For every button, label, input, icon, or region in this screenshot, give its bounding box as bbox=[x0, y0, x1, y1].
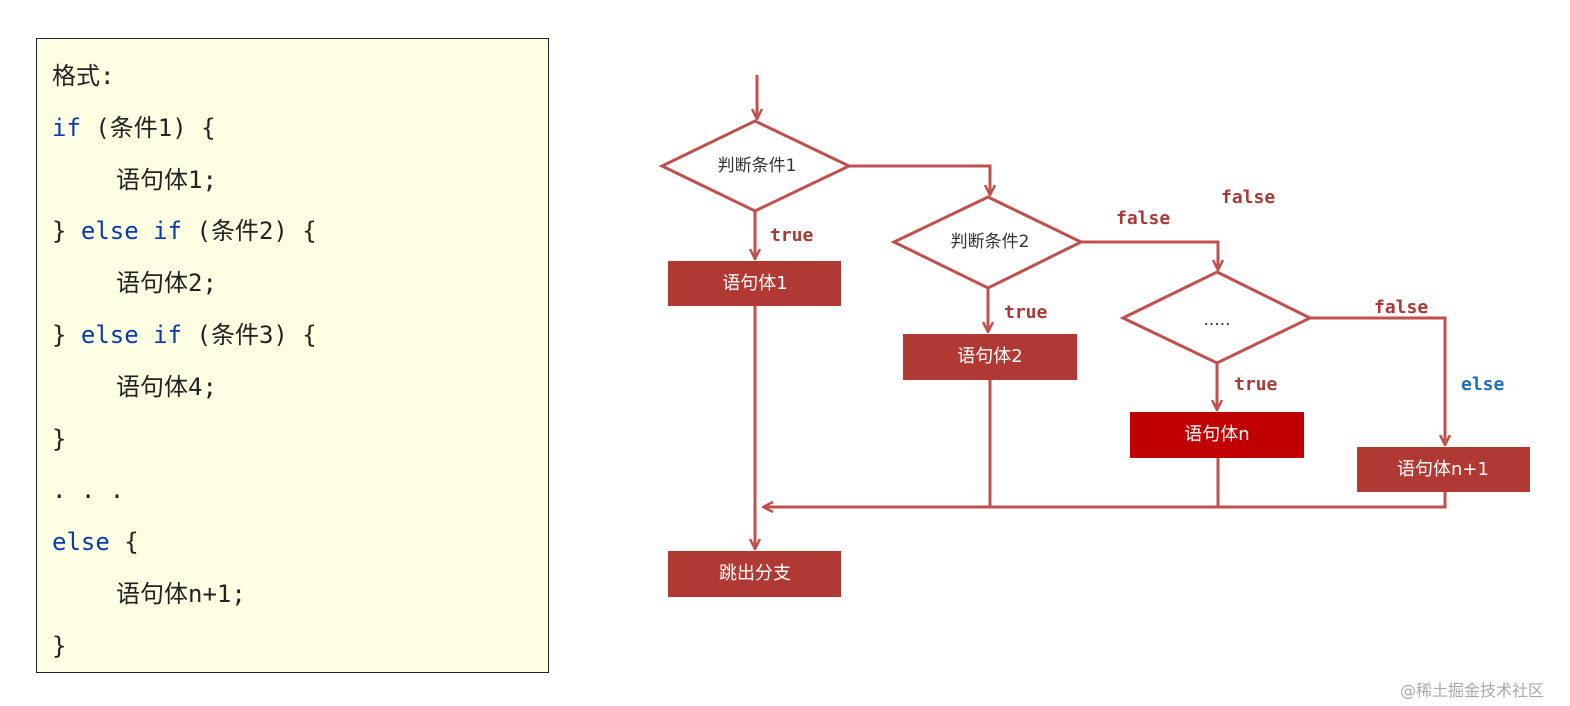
code-line: } bbox=[52, 424, 66, 454]
code-text: 语句体n+1; bbox=[116, 580, 246, 608]
else-label: else bbox=[1461, 374, 1505, 395]
arrow-false2 bbox=[1081, 240, 1218, 270]
decision1-diamond bbox=[658, 119, 853, 213]
box1-text: 语句体1 bbox=[722, 273, 787, 294]
true1-label: true bbox=[770, 225, 814, 246]
code-line: 语句体n+1; bbox=[116, 579, 246, 609]
arrow-false3 bbox=[1310, 316, 1445, 445]
arrow-false1 bbox=[849, 164, 990, 195]
code-line: } else if (条件2) { bbox=[52, 216, 317, 246]
box1 bbox=[668, 261, 841, 306]
false3-label: false bbox=[1374, 297, 1428, 318]
code-text: . . . bbox=[52, 476, 125, 505]
boxn1 bbox=[1357, 447, 1530, 492]
code-text: (条件2) { bbox=[182, 217, 317, 246]
box2 bbox=[903, 334, 1077, 380]
boxn1-text: 语句体n+1 bbox=[1397, 459, 1489, 480]
code-text: } bbox=[52, 321, 81, 349]
code-keyword: else if bbox=[80, 217, 183, 246]
code-line: . . . bbox=[52, 475, 124, 505]
code-text: { bbox=[109, 528, 139, 557]
code-line: 格式: bbox=[52, 61, 114, 91]
exit-text: 跳出分支 bbox=[719, 563, 791, 584]
boxn bbox=[1130, 412, 1304, 458]
code-keyword: if bbox=[52, 113, 81, 142]
watermark: @稀土掘金技术社区 bbox=[1400, 681, 1545, 700]
box2-text: 语句体2 bbox=[957, 346, 1022, 367]
decision2-diamond bbox=[890, 195, 1085, 290]
decision2-text: 判断条件2 bbox=[951, 232, 1030, 252]
code-line: else { bbox=[52, 527, 139, 557]
code-text: (条件3) { bbox=[182, 321, 317, 349]
false2-label: false bbox=[1221, 187, 1275, 208]
decision1-text: 判断条件1 bbox=[718, 156, 797, 176]
code-text: 格式: bbox=[52, 62, 115, 90]
true2-label: true bbox=[1004, 302, 1048, 323]
code-text: 语句体1; bbox=[116, 165, 217, 194]
false1-label: false bbox=[1116, 208, 1170, 229]
code-line: } bbox=[52, 631, 66, 661]
code-text: (条件1) { bbox=[80, 113, 216, 142]
code-line: 语句体2; bbox=[116, 268, 217, 298]
arrow-merge bbox=[763, 492, 1447, 507]
boxn-text: 语句体n bbox=[1184, 424, 1249, 445]
code-text: } bbox=[52, 631, 67, 660]
code-keyword: else if bbox=[80, 321, 183, 349]
code-line: 语句体1; bbox=[116, 165, 217, 195]
code-keyword: else bbox=[52, 528, 110, 557]
code-line: } else if (条件3) { bbox=[52, 320, 317, 350]
code-format-panel: 格式:if (条件1) {语句体1;} else if (条件2) {语句体2;… bbox=[36, 38, 549, 673]
decision3-diamond bbox=[1119, 270, 1314, 365]
decision3-text: ..... bbox=[1203, 310, 1230, 330]
code-line: if (条件1) { bbox=[52, 113, 216, 143]
true3-label: true bbox=[1234, 374, 1278, 395]
code-text: } bbox=[52, 424, 67, 453]
code-line: 语句体4; bbox=[116, 372, 217, 402]
code-text: } bbox=[52, 217, 81, 246]
code-text: 语句体2; bbox=[116, 269, 217, 298]
exit-box bbox=[668, 551, 841, 597]
code-text: 语句体4; bbox=[116, 372, 217, 401]
